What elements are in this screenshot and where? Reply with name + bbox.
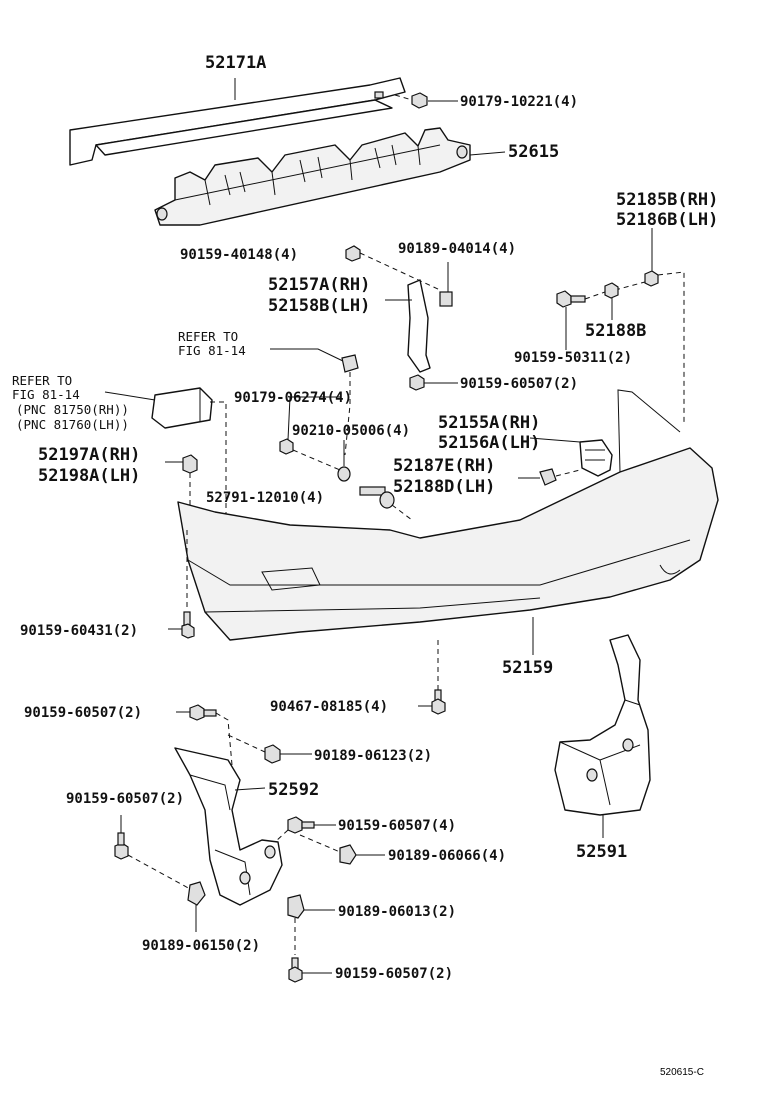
figure-id: 520615-C bbox=[660, 1067, 704, 1078]
label-52198a: 52198A(LH) bbox=[38, 466, 140, 486]
leader-rivet-dash bbox=[391, 504, 413, 521]
leader-52592 bbox=[234, 787, 266, 791]
label-60507-c: 90159-60507(4) bbox=[338, 818, 456, 834]
label-60507-b: 90159-60507(2) bbox=[66, 791, 184, 807]
bolt-icon[interactable] bbox=[114, 832, 129, 860]
leader-06123-dash bbox=[227, 734, 266, 753]
label-pnc-rh: (PNC 81750(RH)) bbox=[16, 402, 129, 417]
seal-icon[interactable] bbox=[182, 454, 198, 474]
leader-refer-2 bbox=[104, 391, 156, 401]
rivet-icon[interactable] bbox=[359, 486, 395, 509]
leader-52615 bbox=[469, 151, 506, 156]
left-bracket-part[interactable] bbox=[174, 747, 283, 906]
label-refer-1b: FIG 81-14 bbox=[178, 343, 246, 358]
marker-icon[interactable] bbox=[341, 354, 359, 373]
label-06013: 90189-06013(2) bbox=[338, 904, 456, 920]
label-refer-2b: FIG 81-14 bbox=[12, 387, 80, 402]
label-60507-d: 90159-60507(2) bbox=[335, 966, 453, 982]
bolt-icon[interactable] bbox=[181, 611, 195, 639]
leader-60507-b-dash bbox=[127, 854, 193, 891]
label-08185: 90467-08185(4) bbox=[270, 699, 388, 715]
nut-icon[interactable] bbox=[264, 744, 281, 764]
leader-refer-1-dash bbox=[344, 372, 351, 456]
label-52155a: 52155A(RH) bbox=[438, 413, 540, 433]
label-06150: 90189-06150(2) bbox=[142, 938, 260, 954]
leader-06066-dash bbox=[299, 834, 341, 853]
leader-refer-1 bbox=[270, 348, 346, 363]
bolt-icon[interactable] bbox=[345, 245, 361, 262]
label-04014: 90189-04014(4) bbox=[398, 241, 516, 257]
leader-60507-c-dash bbox=[274, 829, 289, 843]
leader-40148 bbox=[359, 252, 441, 291]
nut-icon[interactable] bbox=[339, 844, 357, 865]
label-52188d: 52188D(LH) bbox=[393, 477, 495, 497]
bolt-icon[interactable] bbox=[409, 374, 425, 391]
label-06066: 90189-06066(4) bbox=[388, 848, 506, 864]
label-60507-a: 90159-60507(2) bbox=[24, 705, 142, 721]
nut-icon[interactable] bbox=[411, 92, 428, 109]
clip-nut-icon[interactable] bbox=[439, 291, 453, 307]
label-refer-1: REFER TO bbox=[178, 329, 238, 344]
label-52156a: 52156A(LH) bbox=[438, 433, 540, 453]
label-52159: 52159 bbox=[502, 658, 553, 678]
leader-06274 bbox=[287, 396, 340, 441]
label-52591: 52591 bbox=[576, 842, 627, 862]
label-52157a: 52157A(RH) bbox=[268, 275, 370, 295]
nut-icon[interactable] bbox=[287, 894, 305, 919]
side-marker-lamp[interactable] bbox=[151, 387, 213, 429]
label-52186b: 52186B(LH) bbox=[616, 210, 718, 230]
right-bracket-part[interactable] bbox=[554, 634, 651, 816]
leader-52187e-dash bbox=[555, 469, 581, 477]
side-retainer-part[interactable] bbox=[579, 439, 613, 477]
label-52171a: 52171A bbox=[205, 53, 266, 73]
bolt-icon[interactable] bbox=[189, 704, 217, 721]
reinforcement-part[interactable] bbox=[69, 77, 406, 166]
leader-52188b-dash bbox=[614, 281, 646, 291]
absorber-part[interactable] bbox=[154, 127, 471, 226]
bumper-cover-part[interactable] bbox=[177, 389, 719, 641]
label-06123: 90189-06123(2) bbox=[314, 748, 432, 764]
label-06274: 90179-06274(4) bbox=[234, 390, 352, 406]
label-52592: 52592 bbox=[268, 780, 319, 800]
bolt-icon[interactable] bbox=[287, 816, 315, 834]
label-60431: 90159-60431(2) bbox=[20, 623, 138, 639]
label-40148: 90159-40148(4) bbox=[180, 247, 298, 263]
label-60507-top: 90159-60507(2) bbox=[460, 376, 578, 392]
leader-06274-dash bbox=[292, 449, 341, 471]
label-pnc-lh: (PNC 81760(LH)) bbox=[16, 417, 129, 432]
bolt-icon[interactable] bbox=[556, 290, 586, 308]
leader-52185b-dash bbox=[657, 271, 685, 422]
washer-icon[interactable] bbox=[337, 466, 351, 482]
leader-60507-a-dash bbox=[215, 712, 233, 766]
leader-10221 bbox=[394, 94, 413, 101]
upper-bracket-part[interactable] bbox=[407, 279, 431, 373]
nut-icon[interactable] bbox=[187, 881, 206, 906]
label-50311: 90159-50311(2) bbox=[514, 350, 632, 366]
clip-icon[interactable] bbox=[539, 468, 557, 486]
label-52185b: 52185B(RH) bbox=[616, 190, 718, 210]
label-52197a: 52197A(RH) bbox=[38, 445, 140, 465]
label-05006: 90210-05006(4) bbox=[292, 423, 410, 439]
label-12010: 52791-12010(4) bbox=[206, 490, 324, 506]
bolt-icon[interactable] bbox=[288, 957, 303, 983]
label-52158b: 52158B(LH) bbox=[268, 296, 370, 316]
label-10221: 90179-10221(4) bbox=[460, 94, 578, 110]
nut-icon[interactable] bbox=[279, 438, 294, 455]
label-52615: 52615 bbox=[508, 142, 559, 162]
clip-icon[interactable] bbox=[604, 282, 619, 299]
label-refer-2: REFER TO bbox=[12, 373, 72, 388]
clip-icon[interactable] bbox=[431, 689, 446, 715]
retainer-icon[interactable] bbox=[644, 270, 659, 287]
leader-52155a bbox=[529, 437, 581, 443]
label-52187e: 52187E(RH) bbox=[393, 456, 495, 476]
leader-50311-dash bbox=[584, 291, 606, 300]
label-52188b: 52188B bbox=[585, 321, 646, 341]
